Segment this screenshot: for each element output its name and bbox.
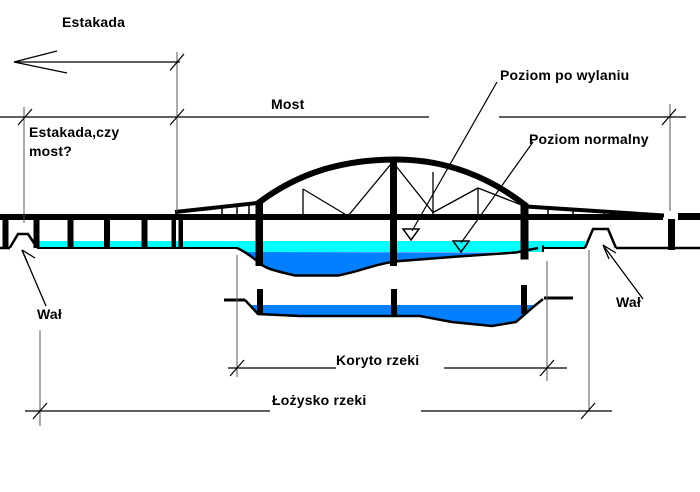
arrow-barb (13, 50, 58, 63)
levee-right-shape (583, 227, 618, 249)
label-normal-level: Poziom normalny (529, 131, 649, 147)
arrow-barb (13, 61, 68, 74)
dimension-koryto (228, 359, 567, 377)
approach-chord-left (174, 201, 258, 214)
label-river-bed: Łożysko rzeki (272, 392, 367, 408)
truss-members (302, 163, 525, 217)
bridge-structure (0, 156, 700, 266)
leader-normal-level (460, 141, 534, 244)
label-question-line1: Estakada,czy (29, 124, 120, 140)
tick (32, 402, 48, 420)
label-question-line2: most? (29, 143, 72, 159)
tick (539, 359, 555, 377)
extension-lines (23, 52, 671, 426)
dimension-most (0, 108, 686, 126)
tick (229, 359, 245, 377)
label-levee-right: Wał (616, 294, 641, 310)
arrow-barb (602, 244, 617, 254)
dimension-estakada (13, 50, 185, 74)
ramp-posts (221, 204, 652, 216)
approach-chord-right (525, 204, 665, 218)
flood-water-layer (37, 241, 585, 252)
detail-channel-piers (257, 285, 527, 316)
leader-levee-left (21, 249, 47, 307)
tick (580, 402, 596, 420)
dimension-lozysko (25, 402, 612, 420)
label-estakada: Estakada (62, 14, 126, 30)
bridge-piers (255, 160, 529, 266)
label-flood-level: Poziom po wylaniu (500, 67, 630, 83)
tick (169, 108, 185, 126)
water-level-triangle-icon (401, 228, 421, 242)
bridge-deck-dash (678, 213, 700, 220)
leader-levee-right (602, 244, 644, 300)
bridge-deck (0, 214, 663, 220)
bridge-arch (255, 156, 529, 209)
label-question: Estakada,czy most? (29, 123, 119, 161)
viaduct-posts-left (2, 219, 183, 248)
arrow-barb (602, 244, 610, 260)
label-levee-left: Wał (37, 306, 62, 322)
water-level-triangle-icon (451, 240, 471, 254)
arrow-barb (21, 249, 29, 265)
leader-flood-level (411, 81, 498, 232)
tick (661, 108, 677, 126)
label-river-channel: Koryto rzeki (336, 352, 420, 368)
arrow-barb (21, 249, 36, 259)
terrain-outline (0, 227, 700, 277)
label-most: Most (271, 96, 305, 112)
viaduct-post-right (668, 219, 675, 250)
tick (169, 53, 185, 71)
tick (17, 108, 33, 126)
levee-left-shape (8, 232, 39, 249)
